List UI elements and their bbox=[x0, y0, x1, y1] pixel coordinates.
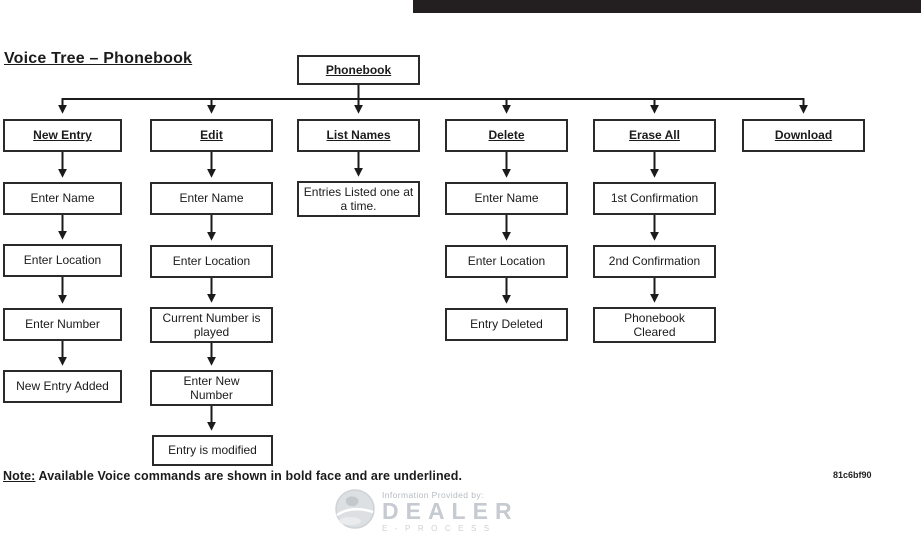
node-download: Download bbox=[742, 119, 865, 152]
node-new-entry-added: New Entry Added bbox=[3, 370, 122, 403]
node-enter-location-3: Enter Location bbox=[445, 245, 568, 278]
node-current-number-played: Current Number is played bbox=[150, 307, 273, 343]
node-enter-new-number: Enter New Number bbox=[150, 370, 273, 406]
note-text: Available Voice commands are shown in bo… bbox=[35, 469, 463, 483]
node-edit: Edit bbox=[150, 119, 273, 152]
globe-icon bbox=[335, 489, 375, 529]
node-enter-location-1: Enter Location bbox=[3, 244, 122, 277]
watermark: Information Provided by: DEALER E-PROCES… bbox=[334, 487, 519, 533]
node-phonebook-cleared: Phonebook Cleared bbox=[593, 307, 716, 343]
node-entry-deleted: Entry Deleted bbox=[445, 308, 568, 341]
watermark-provided-by: Information Provided by: bbox=[382, 490, 484, 500]
note-prefix: Note: bbox=[3, 469, 36, 483]
node-delete: Delete bbox=[445, 119, 568, 152]
node-enter-number: Enter Number bbox=[3, 308, 122, 341]
watermark-brand: DEALER bbox=[382, 498, 519, 524]
node-1st-confirmation: 1st Confirmation bbox=[593, 182, 716, 215]
top-black-bar bbox=[413, 0, 921, 13]
node-enter-location-2: Enter Location bbox=[150, 245, 273, 278]
node-entries-listed: Entries Listed one at a time. bbox=[297, 181, 420, 217]
node-new-entry: New Entry bbox=[3, 119, 122, 152]
node-list-names: List Names bbox=[297, 119, 420, 152]
node-enter-name-3: Enter Name bbox=[445, 182, 568, 215]
figure-code: 81c6bf90 bbox=[833, 470, 872, 480]
page-title: Voice Tree – Phonebook bbox=[4, 50, 193, 67]
node-erase-all: Erase All bbox=[593, 119, 716, 152]
note: Note: Available Voice commands are shown… bbox=[3, 469, 462, 483]
watermark-text: Information Provided by: DEALER E-PROCES… bbox=[382, 487, 519, 533]
node-phonebook: Phonebook bbox=[297, 55, 420, 85]
node-enter-name-1: Enter Name bbox=[3, 182, 122, 215]
watermark-brand-sub: E-PROCESS bbox=[382, 524, 497, 533]
node-enter-name-2: Enter Name bbox=[150, 182, 273, 215]
node-entry-modified: Entry is modified bbox=[152, 435, 273, 466]
node-2nd-confirmation: 2nd Confirmation bbox=[593, 245, 716, 278]
